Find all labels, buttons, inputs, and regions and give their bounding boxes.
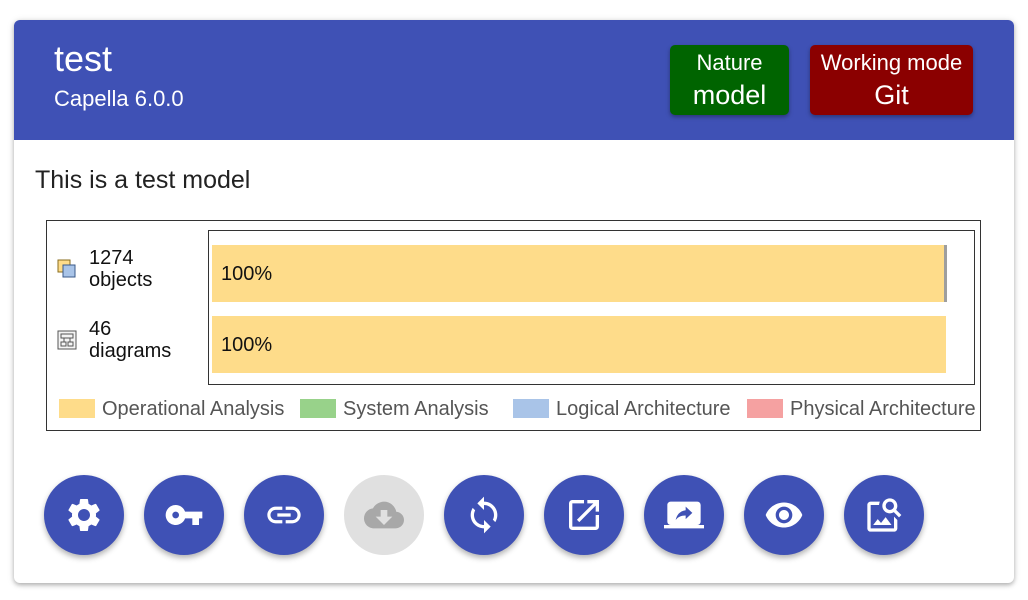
bar-objects-data-label: 100% xyxy=(221,263,273,285)
model-composition-chart: 1274 objects 46 diagrams 100% 100% xyxy=(46,220,981,431)
download-button xyxy=(344,475,424,555)
legend-label-system-analysis: System Analysis xyxy=(343,398,489,420)
settings-button[interactable] xyxy=(44,475,124,555)
project-card: test Capella 6.0.0 Nature model Working … xyxy=(14,20,1014,583)
legend-label-physical-architecture: Physical Architecture xyxy=(790,398,976,420)
open-external-button[interactable] xyxy=(544,475,624,555)
nature-badge-value: model xyxy=(692,80,767,110)
bar-diagrams-data-label: 100% xyxy=(221,334,273,356)
diagrams-count: 46 xyxy=(89,318,112,340)
working-mode-badge-label: Working mode xyxy=(820,50,963,75)
project-title: test xyxy=(54,38,113,79)
bar-objects-end-tick xyxy=(944,245,947,302)
project-description: This is a test model xyxy=(35,166,251,194)
objects-icon xyxy=(57,259,76,278)
view-button[interactable] xyxy=(744,475,824,555)
access-key-button[interactable] xyxy=(144,475,224,555)
bar-objects-operational-analysis: 100% xyxy=(212,245,946,302)
sync-icon xyxy=(470,496,498,534)
share-screen-button[interactable] xyxy=(644,475,724,555)
legend-swatch-operational-analysis xyxy=(59,399,95,418)
eye-icon xyxy=(765,502,803,528)
gear-icon xyxy=(68,499,100,531)
nature-badge-label: Nature xyxy=(696,50,763,75)
legend-label-operational-analysis: Operational Analysis xyxy=(102,398,285,420)
legend-swatch-system-analysis xyxy=(300,399,336,418)
working-mode-badge: Working mode Git xyxy=(810,45,973,115)
objects-count: 1274 xyxy=(89,247,134,269)
bar-diagrams-operational-analysis: 100% xyxy=(212,316,946,373)
open-in-new-icon xyxy=(569,500,599,530)
objects-unit: objects xyxy=(89,269,153,291)
project-version: Capella 6.0.0 xyxy=(54,86,184,111)
screen-share-icon xyxy=(664,501,704,529)
cloud-download-icon xyxy=(364,501,404,529)
chart-plot-area: 100% 100% xyxy=(208,230,975,385)
diagram-viewer-button[interactable] xyxy=(844,475,924,555)
legend-swatch-physical-architecture xyxy=(747,399,783,418)
sync-button[interactable] xyxy=(444,475,524,555)
link-button[interactable] xyxy=(244,475,324,555)
card-header: test Capella 6.0.0 Nature model Working … xyxy=(14,20,1014,140)
image-search-icon xyxy=(867,498,902,532)
diagrams-icon xyxy=(57,330,77,350)
working-mode-badge-value: Git xyxy=(874,80,909,110)
nature-badge: Nature model xyxy=(670,45,789,115)
key-icon xyxy=(165,505,203,525)
legend-swatch-logical-architecture xyxy=(513,399,549,418)
legend-label-logical-architecture: Logical Architecture xyxy=(556,398,731,420)
link-icon xyxy=(267,506,301,524)
diagrams-unit: diagrams xyxy=(89,340,172,362)
